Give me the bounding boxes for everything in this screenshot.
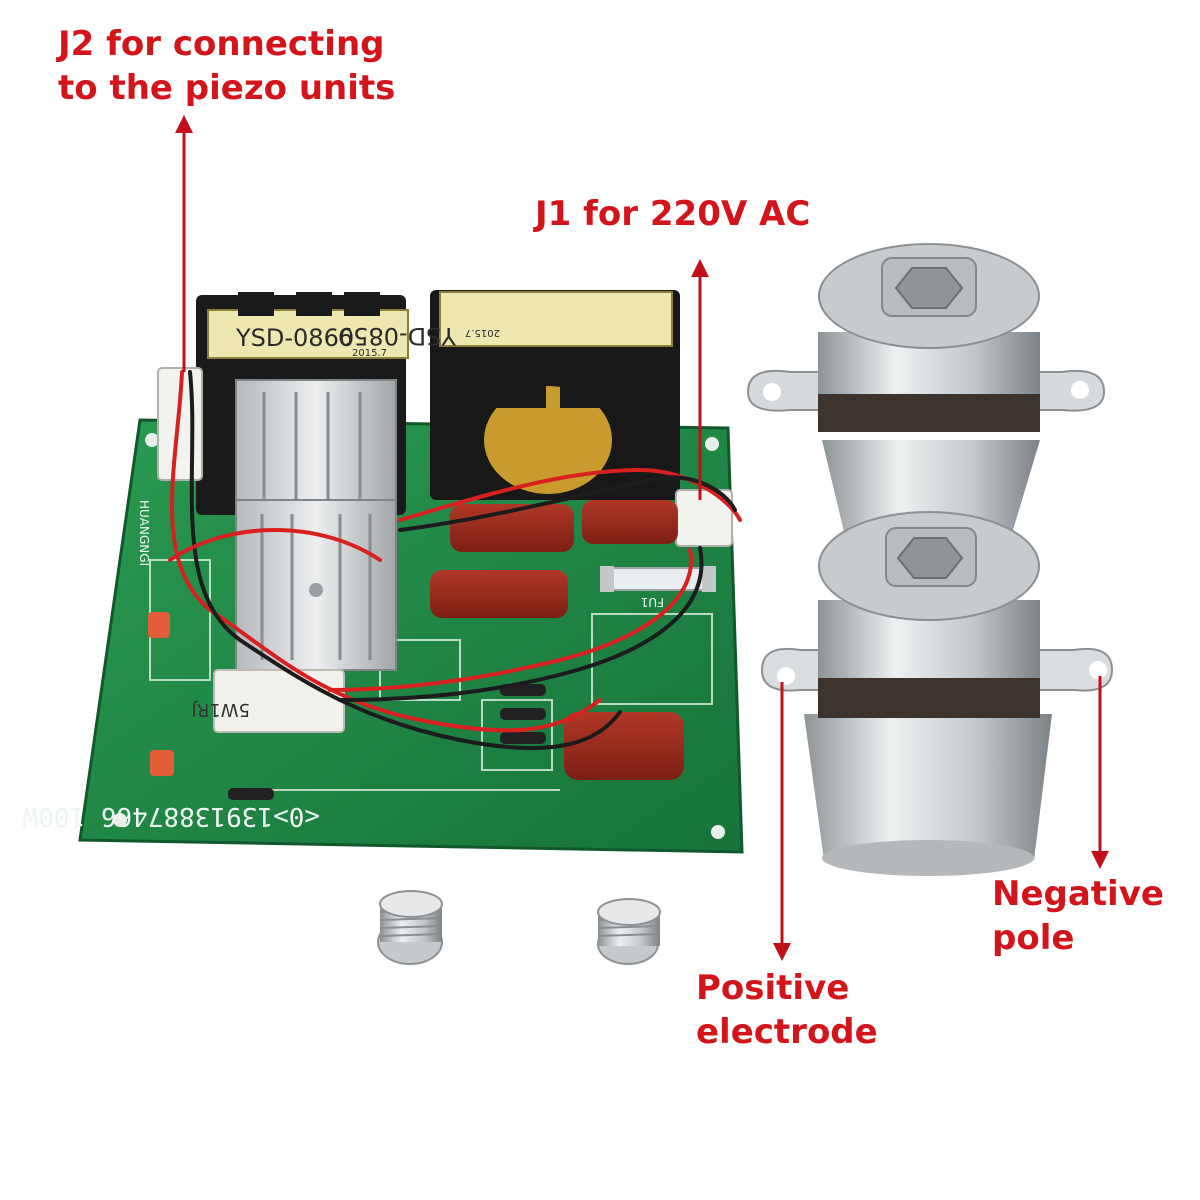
threaded-screw-left	[377, 890, 443, 965]
annotation-positive-line1: Positive	[696, 968, 850, 1008]
annotation-negative-pole: Negative pole	[992, 872, 1164, 960]
transducer-upper	[746, 243, 1106, 555]
annotation-positive-line2: electrode	[696, 1012, 878, 1052]
fuse-label: FU1	[641, 595, 664, 609]
annotation-j1-line1: J1 for 220V AC	[535, 194, 811, 234]
annotation-negative-line1: Negative	[992, 874, 1164, 914]
annotation-j2: J2 for connecting to the piezo units	[58, 22, 395, 110]
wires	[168, 370, 742, 751]
transformer-right-label: YSD-0859	[338, 322, 457, 350]
transformer-left-label: YSD-0860	[235, 324, 354, 352]
resistor-label: 5W1RJ	[191, 699, 250, 720]
transformer-right: YSD-0859 2015.7	[338, 290, 680, 500]
annotation-j2-line2: to the piezo units	[58, 68, 396, 108]
transformer-left-date: 2015.7	[352, 348, 387, 359]
annotation-positive-electrode: Positive electrode	[696, 966, 878, 1054]
diodes	[228, 684, 546, 800]
threaded-screw-right	[597, 898, 661, 965]
board-brand: HUANGNGI	[137, 500, 151, 566]
heat-sink-lower	[235, 499, 397, 671]
annotation-j2-line1: J2 for connecting	[58, 24, 385, 64]
heat-sink-upper	[235, 379, 397, 511]
fuse: FU1	[600, 566, 716, 609]
transformer-right-date: 2015.7	[465, 327, 500, 338]
transducer-lower	[760, 511, 1114, 876]
annotation-negative-line2: pole	[992, 918, 1075, 958]
board-silkscreen: <0>13913887466 100W	[22, 801, 320, 831]
annotation-j1: J1 for 220V AC	[535, 192, 810, 236]
capacitors	[148, 500, 684, 780]
power-resistor: 5W1RJ	[191, 669, 345, 733]
